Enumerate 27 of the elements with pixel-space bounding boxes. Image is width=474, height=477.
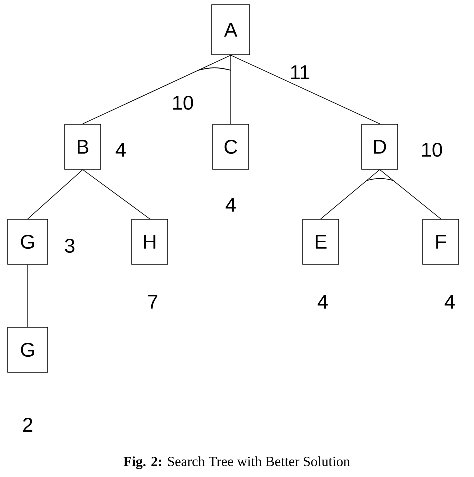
cost-label: 7 [148,295,158,309]
tree-node-box: G [8,327,48,373]
tree-node-box: D [362,124,398,170]
cost-label: 4 [226,198,236,212]
tree-edge [230,55,380,124]
tree-edge [82,170,150,220]
tree-edge [230,55,232,124]
caption: Fig. 2: Search Tree with Better Solution [124,456,350,470]
cost-label: 10 [173,96,194,110]
tree-edge [380,170,442,220]
tree-edge [82,55,232,124]
tree-node-box: G [8,219,48,265]
cost-label: 4 [318,295,328,309]
tree-edge [28,170,84,220]
edge-label: 11 [288,64,312,80]
tree-node-box: E [302,219,340,265]
cost-label: 4 [444,295,455,309]
tree-node-box: B [64,124,102,170]
tree-node-box: C [212,124,250,170]
cost-label: 3 [65,238,75,254]
tree-node-box: H [132,219,168,265]
tree-node-box: F [422,219,460,265]
tree-edge [320,170,380,220]
cost-label: 4 [116,143,126,157]
cost-label: 2 [23,418,33,432]
cost-label: 10 [422,142,442,158]
tree-node-box: A [212,4,250,56]
